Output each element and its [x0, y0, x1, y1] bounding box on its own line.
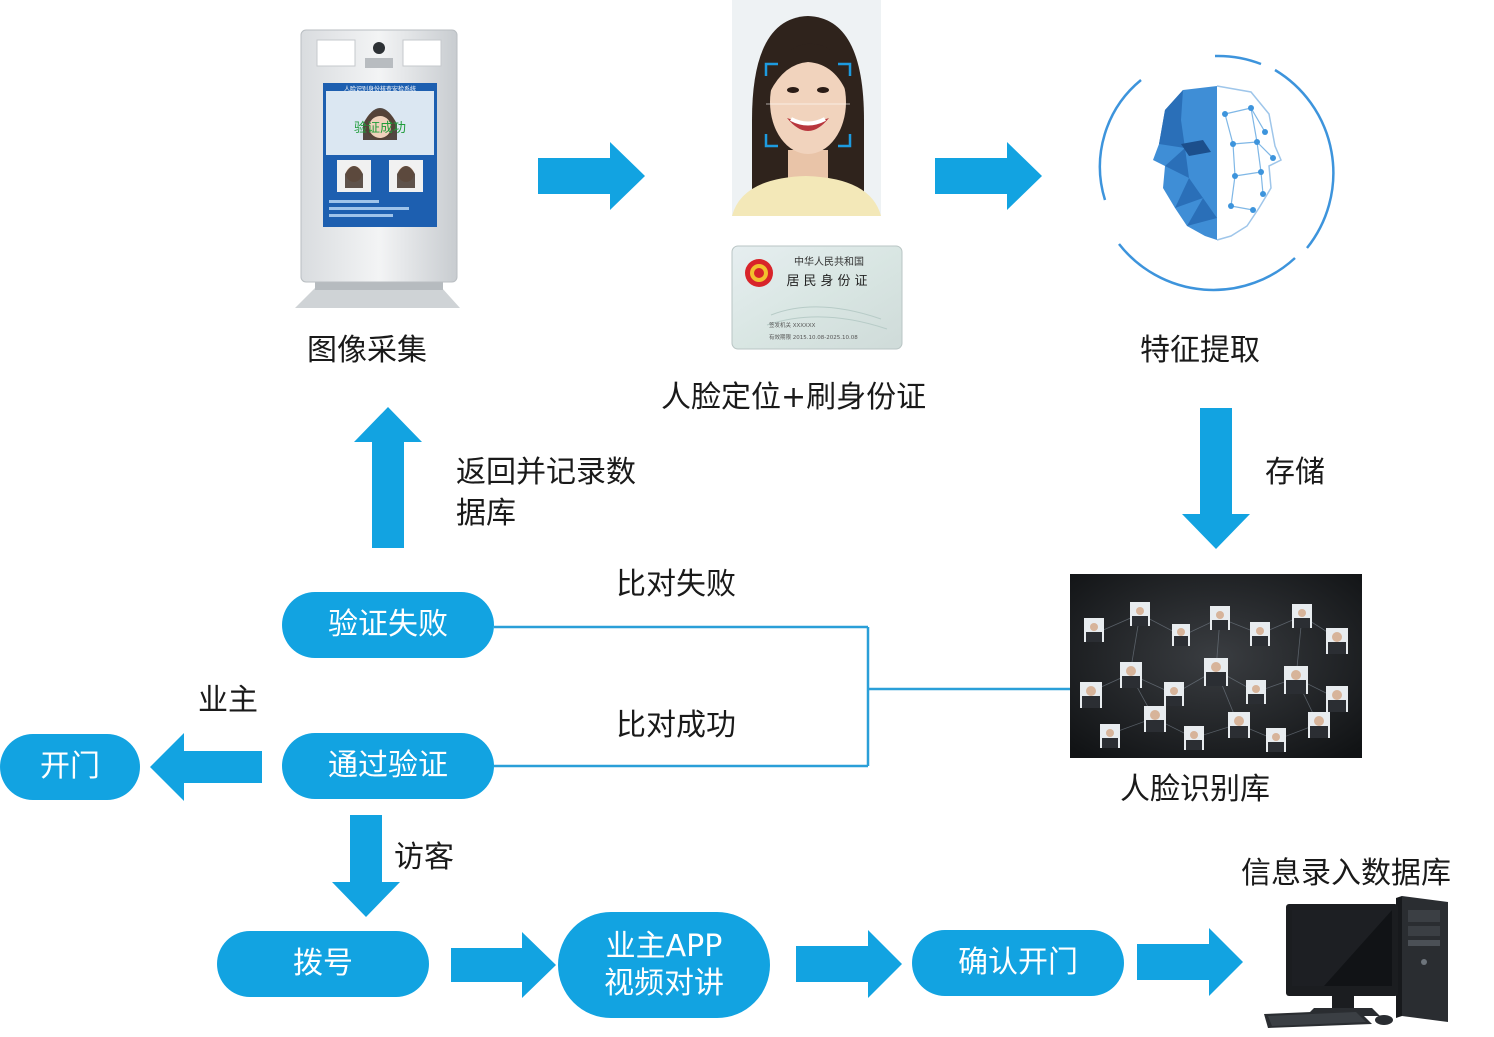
node-verify-fail: 验证失败 — [282, 592, 494, 658]
label-store: 存储 — [1265, 455, 1325, 490]
arrow-app-to-confirm — [796, 930, 902, 998]
device-screen-title: 人脸识别身份核查安检系统 — [344, 85, 416, 93]
arrow-pass-to-dial — [332, 815, 400, 917]
node-verify-pass-label: 通过验证 — [328, 748, 448, 784]
arrow-feature-to-database — [1182, 408, 1250, 549]
node-owner-app-video: 业主APP 视频对讲 — [558, 912, 770, 1018]
label-info-entry-database: 信息录入数据库 — [1241, 856, 1451, 891]
terminal-device-image: 人脸识别身份核查安检系统 验证成功 — [295, 29, 460, 308]
arrow-confirm-to-database-entry — [1137, 928, 1243, 996]
label-compare-fail: 比对失败 — [616, 567, 736, 602]
label-compare-success: 比对成功 — [616, 708, 736, 743]
arrow-fail-to-capture — [354, 407, 422, 548]
arrow-pass-to-open-door — [150, 733, 262, 801]
arrow-dial-to-app — [451, 932, 556, 998]
arrow-locate-to-feature — [935, 142, 1042, 210]
desktop-computer-image — [1264, 896, 1448, 1028]
id-card-issuer: 签发机关 XXXXXX — [769, 321, 816, 329]
node-verify-pass: 通过验证 — [282, 733, 494, 799]
node-dial: 拨号 — [217, 931, 429, 997]
arrow-capture-to-locate — [538, 142, 645, 210]
node-confirm-open: 确认开门 — [912, 930, 1124, 996]
id-card-country: 中华人民共和国 — [794, 255, 864, 268]
node-owner-app-line1: 业主APP — [605, 928, 723, 964]
face-database-image — [1070, 574, 1362, 758]
node-open-door: 开门 — [0, 734, 140, 800]
label-return-record-line2: 据库 — [456, 496, 516, 531]
id-card-validity: 有效期限 2015.10.08-2025.10.08 — [769, 333, 858, 341]
label-image-capture: 图像采集 — [307, 333, 427, 368]
label-face-database: 人脸识别库 — [1120, 772, 1270, 807]
label-feature-extract: 特征提取 — [1140, 333, 1260, 368]
device-screen-status: 验证成功 — [354, 120, 406, 136]
id-card-image: 中华人民共和国 居民身份证 签发机关 XXXXXX 有效期限 2015.10.0… — [731, 245, 903, 350]
node-dial-label: 拨号 — [293, 946, 353, 982]
label-visitor: 访客 — [394, 840, 454, 875]
label-face-locate-id: 人脸定位+刷身份证 — [661, 380, 927, 415]
node-verify-fail-label: 验证失败 — [328, 607, 448, 643]
database-face-tiles — [1080, 602, 1348, 752]
label-return-record-line1: 返回并记录数 — [456, 455, 636, 490]
label-owner: 业主 — [198, 683, 258, 718]
node-confirm-open-label: 确认开门 — [958, 945, 1078, 981]
id-card-title: 居民身份证 — [786, 273, 871, 289]
node-owner-app-line2: 视频对讲 — [604, 966, 724, 1001]
face-photo-image — [732, 0, 881, 216]
node-open-door-label: 开门 — [40, 749, 100, 785]
face-feature-image — [1098, 54, 1335, 292]
